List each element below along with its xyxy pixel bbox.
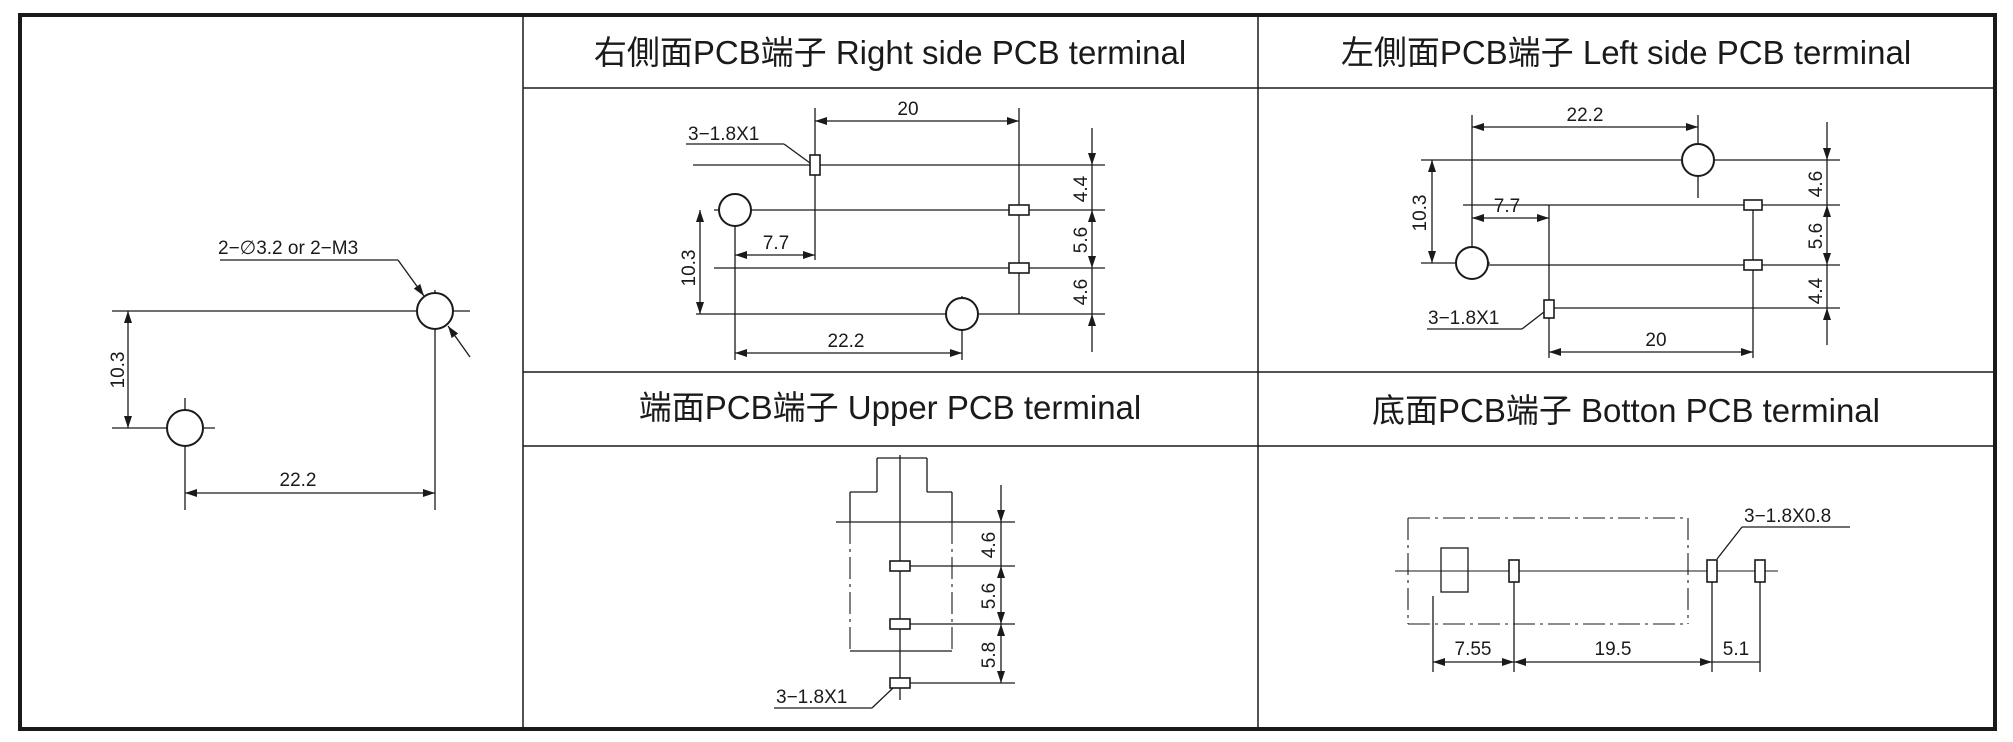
left-pin-2 [1743,259,1763,271]
panel-title-upper: 端面PCB端子 Upper PCB terminal [639,389,1141,426]
bottom-pin-1 [1508,559,1520,583]
upper-pin-1 [889,560,911,572]
hole-spec-label: 2−∅3.2 or 2−M3 [218,238,358,259]
upper-dim-4-6: 4.6 [979,532,1000,558]
left-dim-10-3: 10.3 [1410,195,1431,232]
upper-dim-5-6: 5.6 [979,583,1000,609]
mounting-hole-lower [166,409,204,447]
left-dim-4-4: 4.4 [1806,277,1827,304]
bottom-dim-7-55: 7.55 [1455,639,1492,660]
right-side-drawing: 3−1.8X1 20 7.7 22.2 10.3 4.4 5.6 4.6 [679,99,1105,360]
mounting-hole-upper [416,292,454,330]
dim-10-3: 10.3 [108,352,129,389]
left-dim-22-2: 22.2 [1567,105,1604,126]
right-pin-1 [809,154,821,176]
left-dim-20: 20 [1645,330,1666,351]
upper-dim-5-8: 5.8 [979,642,1000,668]
left-dim-7-7: 7.7 [1494,196,1520,217]
right-pin-3 [1008,262,1030,274]
left-pin-1 [1743,199,1763,211]
left-dim-4-6: 4.6 [1806,171,1827,197]
panel-title-right-side: 右側面PCB端子 Right side PCB terminal [594,34,1186,71]
left-pin-3 [1543,299,1555,319]
left-hole-1 [1681,143,1715,177]
dim-22-2: 22.2 [280,470,317,491]
left-pin-spec: 3−1.8X1 [1428,308,1499,329]
mounting-holes-drawing: 2−∅3.2 or 2−M3 10.3 22.2 [108,238,471,510]
right-dim-4-6: 4.6 [1071,279,1092,305]
panel-title-left-side: 左側面PCB端子 Left side PCB terminal [1341,34,1911,71]
upper-pin-2 [889,618,911,630]
bottom-pin-2 [1706,559,1718,583]
right-dim-22-2: 22.2 [828,331,865,352]
left-dim-5-6: 5.6 [1806,223,1827,249]
right-dim-10-3: 10.3 [679,250,700,287]
bottom-drawing: 3−1.8X0.8 7.55 19.5 5.1 [1395,506,1850,672]
bottom-body-block [1440,547,1469,593]
right-pin-spec: 3−1.8X1 [688,124,759,145]
upper-drawing: 3−1.8X1 4.6 5.6 5.8 [774,455,1015,709]
right-dim-7-7: 7.7 [763,233,789,254]
left-side-drawing: 3−1.8X1 22.2 7.7 20 10.3 4.6 5.6 4.4 [1410,105,1840,358]
right-pin-2 [1008,204,1030,216]
right-dim-4-4: 4.4 [1071,175,1092,202]
right-hole-1 [718,193,752,227]
panel-title-bottom: 底面PCB端子 Botton PCB terminal [1372,392,1880,429]
right-hole-2 [945,297,979,331]
upper-pin-3 [889,677,911,689]
bottom-dim-19-5: 19.5 [1595,639,1632,660]
bottom-dim-5-1: 5.1 [1723,639,1749,660]
upper-pin-spec: 3−1.8X1 [776,687,847,708]
bottom-pin-spec: 3−1.8X0.8 [1744,506,1831,527]
bottom-pin-3 [1754,559,1766,583]
left-hole-2 [1455,246,1489,280]
right-dim-20: 20 [897,99,918,120]
right-dim-5-6: 5.6 [1071,227,1092,253]
